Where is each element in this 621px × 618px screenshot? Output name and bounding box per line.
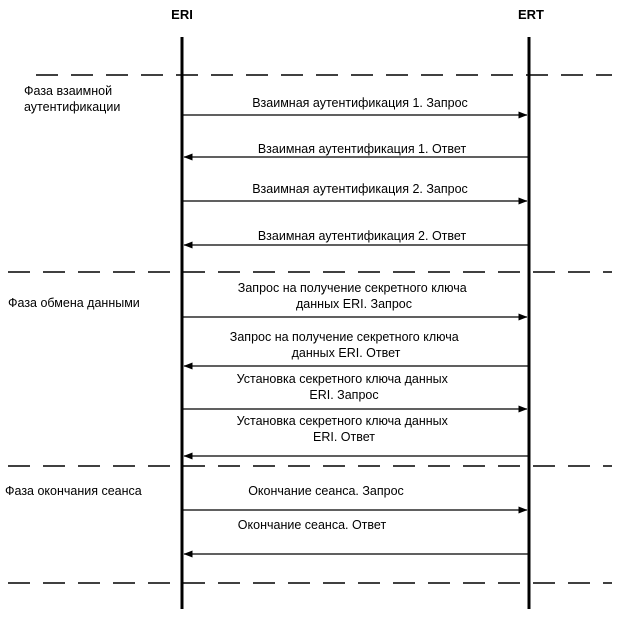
message-label-line: Взаимная аутентификация 1. Запрос (252, 96, 468, 110)
message-label-line: данных ERI. Ответ (292, 346, 401, 360)
message-label: Взаимная аутентификация 1. Запрос (252, 96, 468, 110)
message-label-line: данных ERI. Запрос (296, 297, 412, 311)
message-label: Взаимная аутентификация 1. Ответ (258, 142, 467, 156)
message-label-line: Запрос на получение секретного ключа (230, 330, 459, 344)
participant-label-eri: ERI (171, 7, 193, 22)
message-label: Запрос на получение секретного ключа дан… (238, 281, 470, 311)
message-label-line: Запрос на получение секретного ключа (238, 281, 467, 295)
message-label-line: Установка секретного ключа данных (237, 372, 449, 386)
message-label-line: Окончание сеанса. Запрос (248, 484, 404, 498)
message-label: Взаимная аутентификация 2. Ответ (258, 229, 467, 243)
message-label-line: Взаимная аутентификация 2. Запрос (252, 182, 468, 196)
message-label-line: ERI. Ответ (313, 430, 375, 444)
message-label-line: ERI. Запрос (309, 388, 378, 402)
phase-label-line: Фаза окончания сеанса (5, 484, 142, 498)
phase-label-line: аутентификации (24, 100, 120, 114)
phase-label-line: Фаза обмена данными (8, 296, 140, 310)
message-label-line: Установка секретного ключа данных (237, 414, 449, 428)
message-label: Взаимная аутентификация 2. Запрос (252, 182, 468, 196)
participant-label-ert: ERT (518, 7, 544, 22)
message-label: Установка секретного ключа данных ERI. З… (237, 372, 452, 402)
message-label-line: Взаимная аутентификация 2. Ответ (258, 229, 467, 243)
phase-label-end: Фаза окончания сеанса (5, 484, 142, 498)
message-label-line: Окончание сеанса. Ответ (238, 518, 387, 532)
phase-label-exchange: Фаза обмена данными (8, 296, 140, 310)
message-label: Установка секретного ключа данных ERI. О… (237, 414, 452, 444)
message-label-line: Взаимная аутентификация 1. Ответ (258, 142, 467, 156)
message-label: Окончание сеанса. Запрос (248, 484, 404, 498)
message-label: Запрос на получение секретного ключа дан… (230, 330, 462, 360)
phase-label-line: Фаза взаимной (24, 84, 112, 98)
message-label: Окончание сеанса. Ответ (238, 518, 387, 532)
phase-label-auth: Фаза взаимной аутентификации (24, 84, 120, 114)
